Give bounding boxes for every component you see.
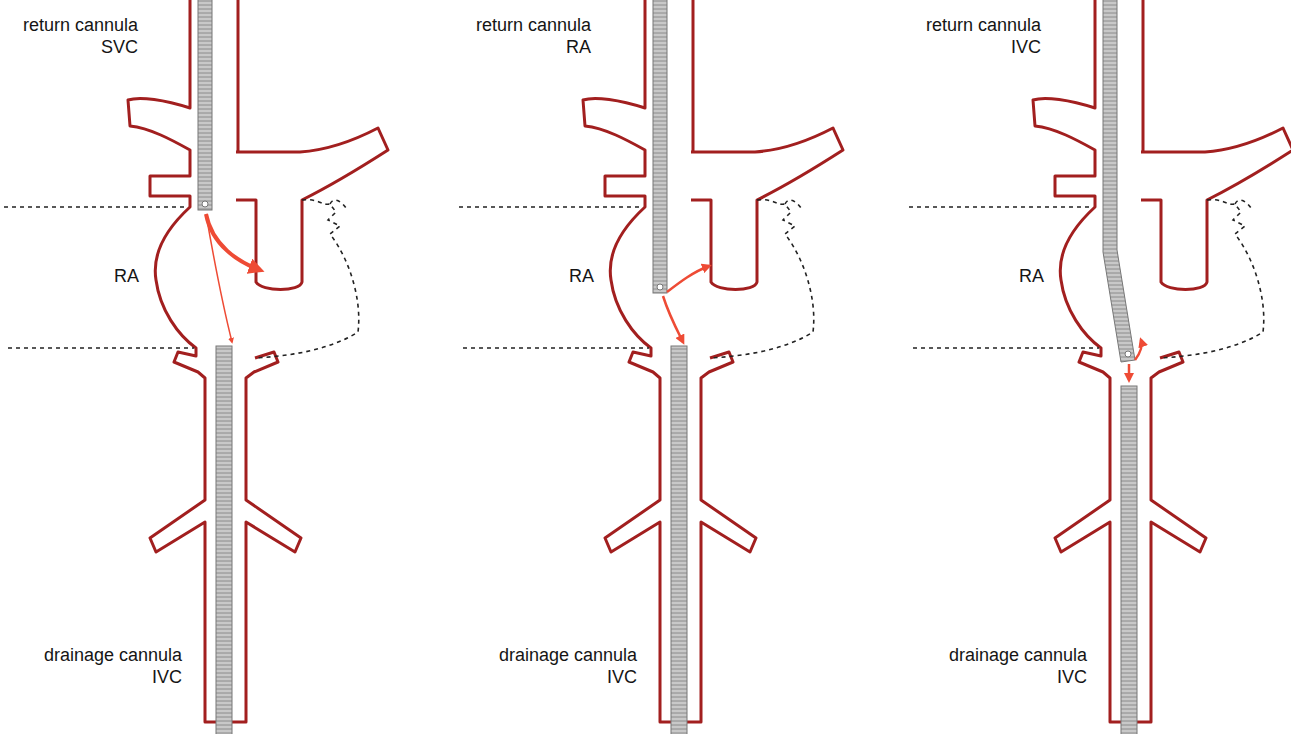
anatomy-label: RA xyxy=(114,265,154,287)
drainage-cannula xyxy=(1121,386,1137,734)
panel xyxy=(4,0,388,734)
flow-arrow xyxy=(663,296,683,342)
return-cannula xyxy=(1103,0,1135,362)
return-cannula xyxy=(653,0,667,293)
cannula-tip xyxy=(657,284,663,290)
cannula-tip xyxy=(1125,351,1131,357)
anatomy-label: return cannula SVC xyxy=(4,14,138,58)
flow-arrow xyxy=(1128,364,1131,380)
anatomy-label: drainage cannula IVC xyxy=(927,644,1087,688)
anatomy-label: RA xyxy=(1019,265,1059,287)
panel xyxy=(459,0,843,734)
flow-arrow xyxy=(1135,340,1142,360)
flow-arrow xyxy=(667,266,709,292)
anatomy-label: return cannula RA xyxy=(457,14,591,58)
anatomy-label: drainage cannula IVC xyxy=(22,644,182,688)
cannula-tip xyxy=(202,201,208,207)
drainage-cannula xyxy=(671,346,687,734)
return-cannula xyxy=(198,0,212,210)
panel xyxy=(909,0,1291,734)
flow-arrow xyxy=(206,214,232,342)
anatomy-label: return cannula IVC xyxy=(907,14,1041,58)
anatomy-label: RA xyxy=(569,265,609,287)
anatomy-label: drainage cannula IVC xyxy=(477,644,637,688)
drainage-cannula xyxy=(216,346,232,734)
